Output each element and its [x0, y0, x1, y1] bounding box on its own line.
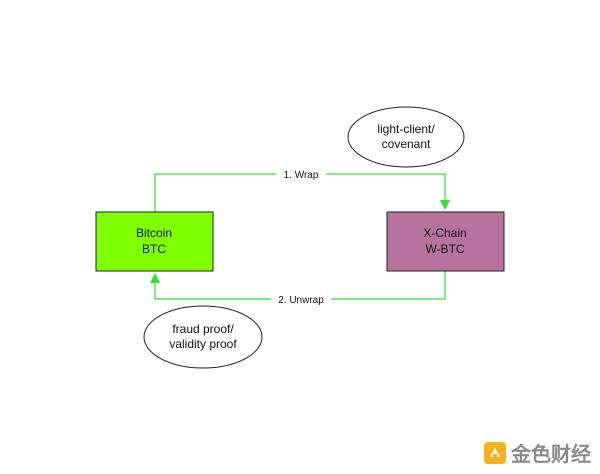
- fraud-proof-ellipse: [143, 305, 263, 369]
- fraud-proof-line1: fraud proof/: [172, 322, 234, 336]
- unwrap-label: 2. Unwrap: [278, 295, 324, 306]
- bitcoin-node[interactable]: Bitcoin BTC: [95, 211, 214, 272]
- xchain-node-subtitle: W-BTC: [425, 242, 464, 256]
- fraud-proof-node[interactable]: fraud proof/ validity proof: [143, 305, 263, 369]
- watermark-logo-icon: [484, 442, 506, 464]
- watermark: 金色财经: [484, 442, 591, 466]
- wrap-label-bg: [276, 167, 326, 181]
- unwrap-label-bg: [271, 292, 331, 306]
- wrap-label: 1. Wrap: [284, 170, 319, 181]
- xchain-node[interactable]: X-Chain W-BTC: [386, 211, 505, 272]
- light-client-line1: light-client/: [377, 122, 435, 136]
- xchain-node-title: X-Chain: [423, 226, 466, 240]
- fraud-proof-line2: validity proof: [169, 337, 237, 351]
- light-client-ellipse: [347, 106, 465, 168]
- bitcoin-node-box: [95, 211, 214, 272]
- bitcoin-node-subtitle: BTC: [142, 242, 166, 256]
- xchain-node-box: [386, 211, 505, 272]
- watermark-text: 金色财经: [510, 442, 591, 466]
- light-client-node[interactable]: light-client/ covenant: [347, 106, 465, 168]
- light-client-line2: covenant: [382, 137, 431, 151]
- bitcoin-node-title: Bitcoin: [136, 226, 172, 240]
